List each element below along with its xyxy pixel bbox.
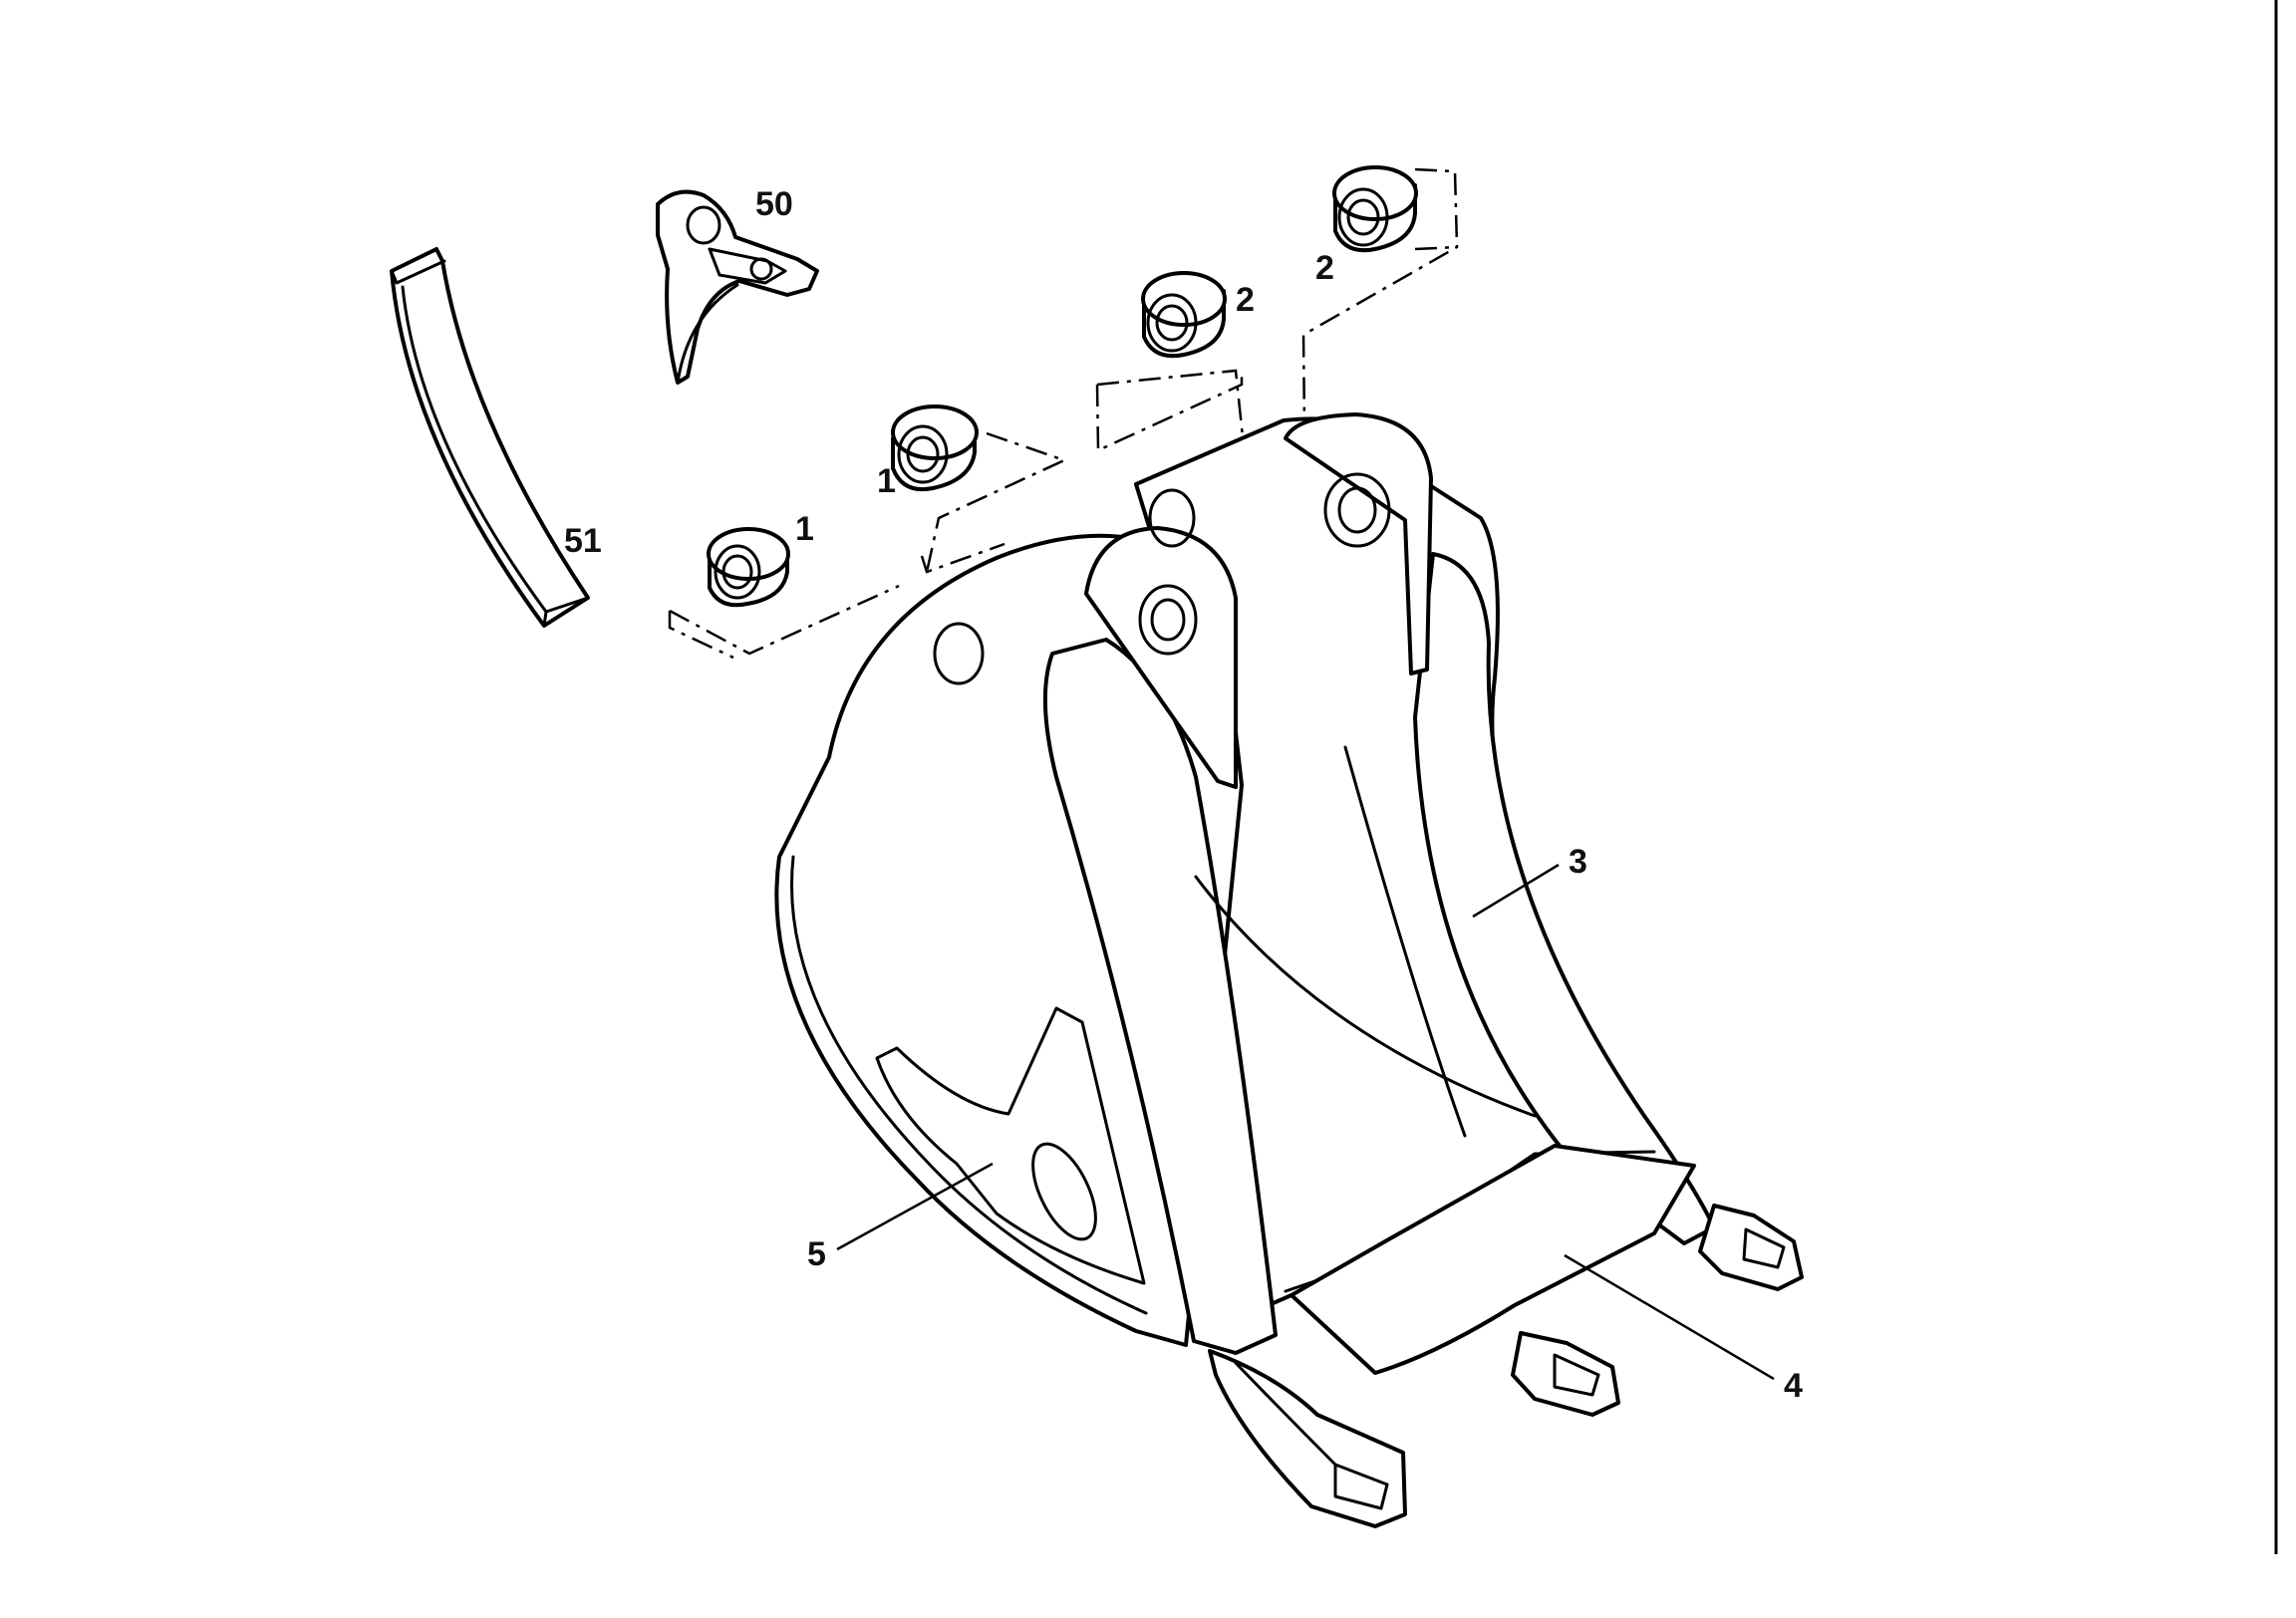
leader-bucket-shell [1472,863,1560,919]
callout-side-plate: 5 [807,1235,826,1273]
bushing-rear-left-centerline [1095,369,1260,580]
bushing-front-left-centerline [668,584,900,660]
wear-strip-part [390,247,590,628]
bushing-front-right [891,404,979,491]
bucket-assembly [774,412,1804,1528]
bushing-rear-left [1141,271,1227,359]
callout-bushing-front-left: 1 [795,510,814,548]
callout-wear-strip: 51 [564,522,602,560]
bushing-rear-right-centerline [1301,167,1459,525]
callout-bushing-rear-left: 2 [1236,281,1255,319]
callout-bottom-plate: 4 [1784,1367,1803,1405]
leader-bottom-plate [1564,1253,1775,1381]
link-bracket-part [656,189,819,385]
bushing-front-left [707,527,790,608]
callout-bushing-rear-right: 2 [1315,249,1334,287]
bushing-front-right-centerline [920,431,1068,574]
bushing-rear-right [1332,165,1418,253]
callout-link-bracket: 50 [755,185,793,223]
callout-bushing-front-right: 1 [877,462,896,500]
leader-side-plate [836,1162,994,1251]
callout-bucket-shell: 3 [1569,843,1587,881]
